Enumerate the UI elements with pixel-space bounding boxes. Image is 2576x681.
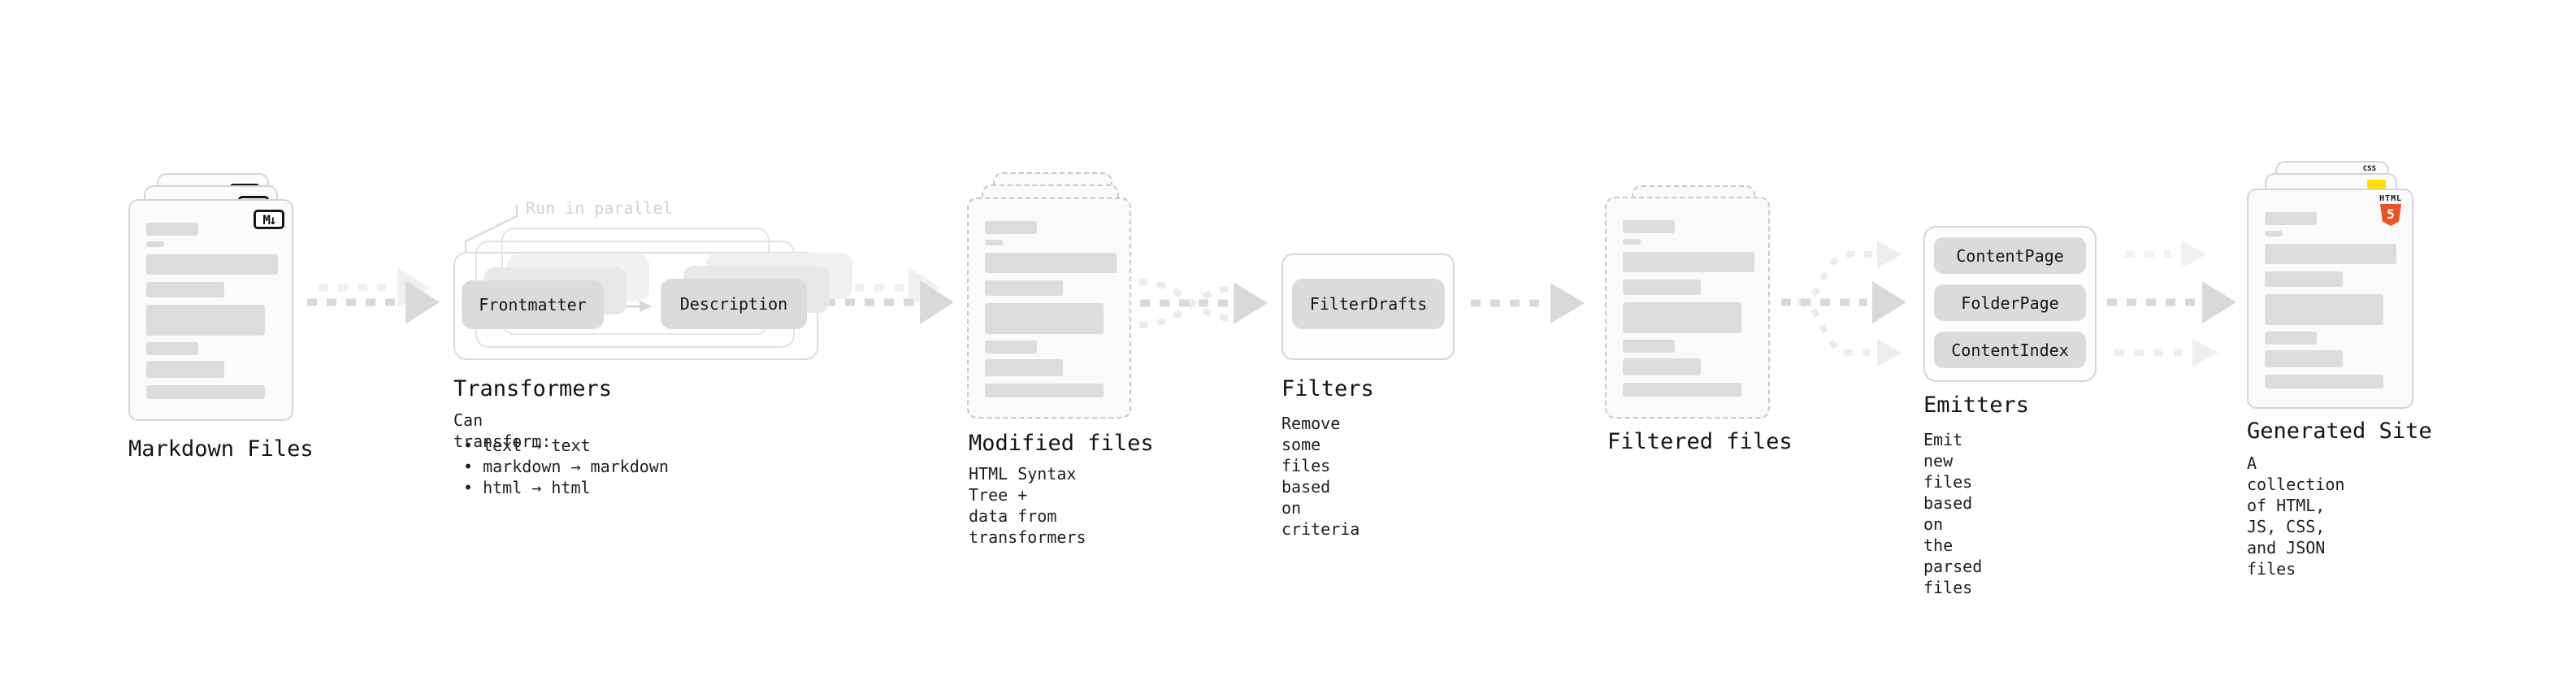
transform-bullet: • markdown → markdown [463,457,669,476]
stage-title-modified-files: Modified files [969,431,1154,456]
text-line-bar [2265,271,2343,287]
text-line-bar [1623,239,1641,245]
text-line-bar [1623,340,1675,353]
text-line-bar [2265,231,2283,236]
text-line-bar [146,305,265,336]
stage-title-filtered-files: Filtered files [1607,429,1793,454]
html5-icon: HTML 5 [2379,194,2403,226]
transform-bullet: • html → html [463,478,591,497]
text-line-bar [1623,280,1701,295]
html5-shield-number: 5 [2387,206,2395,222]
text-line-bar [1623,220,1675,233]
text-line-bar [146,361,224,378]
text-line-bar [985,253,1117,273]
stage-title-generated-site: Generated Site [2247,419,2432,444]
markdown-file-card-front: M↓ [128,199,293,421]
text-line-bar [2265,244,2396,264]
modified-files-desc: HTML Syntax Tree + data from transformer… [969,464,1086,547]
filterdrafts-chip: FilterDrafts [1292,279,1445,329]
text-line-bar [2265,350,2343,367]
text-line-bar [1623,252,1754,272]
text-line-bar [985,280,1063,296]
generated-file-card-front: HTML 5 [2247,189,2413,409]
frontmatter-chip: Frontmatter [462,280,604,329]
text-line-bar [146,254,278,275]
arrow-emitters-to-generated [2107,241,2236,367]
text-line-bar [1623,383,1741,397]
stage-title-emitters: Emitters [1923,393,2030,418]
text-line-bar [985,359,1063,376]
text-line-bar [2265,212,2317,225]
generated-site-desc: A collection of HTML, JS, CSS, and JSON … [2247,453,2345,579]
html5-shield: 5 [2380,204,2401,226]
filtered-file-card-front [1605,197,1770,419]
filters-desc: Remove some files based on criteria [1281,414,1360,539]
transform-bullet: • text → text [463,436,591,455]
text-line-bar [146,385,265,399]
stage-title-markdown-files: Markdown Files [128,436,314,462]
text-line-bar [985,340,1037,354]
folderpage-chip: FolderPage [1934,284,2086,321]
description-chip: Description [661,279,807,329]
javascript-icon [2367,180,2386,190]
contentindex-chip: ContentIndex [1934,332,2086,368]
text-line-bar [146,223,198,236]
run-in-parallel-note: Run in parallel [526,198,673,218]
text-line-bar [2265,294,2383,325]
text-line-bar [985,221,1037,234]
text-line-bar [146,342,198,355]
emitters-desc: Emit new files based on the parsed files [1923,430,1983,597]
markdown-icon: M↓ [254,210,284,229]
text-line-bar [985,303,1104,334]
arrow-modified-to-filters [1138,279,1268,328]
stage-title-filters: Filters [1281,376,1374,401]
text-line-bar [146,282,224,297]
text-line-bar [1623,358,1701,375]
text-line-bar [2265,375,2383,388]
text-line-bar [985,384,1104,397]
transformers-desc-heading: Can transform: [453,410,552,451]
text-line-bar [2265,332,2317,345]
text-line-bar [1623,302,1741,333]
stage-title-transformers: Transformers [453,376,613,401]
html5-icon-word: HTML [2379,194,2403,203]
arrow-filtered-to-emitters [1781,241,1906,367]
contentpage-chip: ContentPage [1934,237,2086,274]
arrow-filters-to-filtered [1471,283,1585,323]
arrow-markdown-to-transformers [307,267,440,324]
modified-file-card-front [967,197,1131,419]
text-line-bar [146,241,164,247]
text-line-bar [985,240,1003,245]
